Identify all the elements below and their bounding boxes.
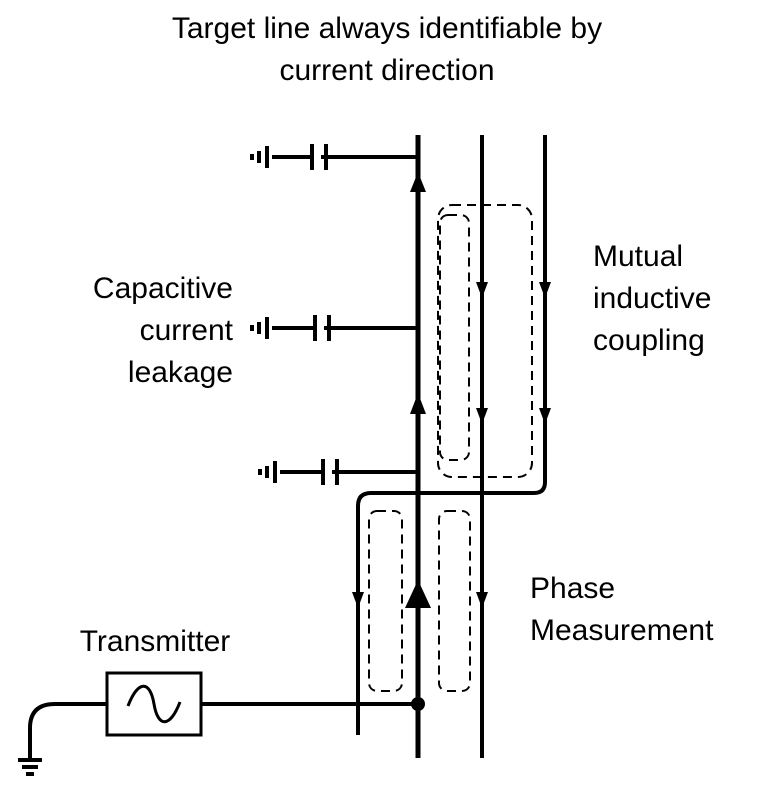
phase-label-2: Measurement <box>530 614 714 647</box>
transmitter-label: Transmitter <box>80 625 231 658</box>
capacitor-icon <box>258 459 418 485</box>
arrow-up-icon <box>410 393 426 414</box>
coupling-loop-outer <box>437 204 533 478</box>
arrow-down-icon <box>352 592 364 608</box>
sine-wave-source-icon <box>126 684 182 724</box>
arrow-down-icon <box>476 282 488 298</box>
mutual-label-2: inductive <box>593 282 711 315</box>
capacitive-label-1: Capacitive <box>93 272 233 305</box>
adjacent-line-2 <box>356 135 547 735</box>
capacitive-label-2: current <box>140 314 234 347</box>
coupling-loop-inner <box>439 214 470 461</box>
arrow-down-icon <box>539 408 551 424</box>
arrow-up-icon <box>405 580 431 608</box>
arrow-up-icon <box>410 172 426 192</box>
capacitor-icon <box>250 315 418 341</box>
capacitive-label-3: leakage <box>128 356 233 389</box>
arrow-down-icon <box>476 592 488 608</box>
title-line-1: Target line always identifiable by <box>172 12 602 45</box>
phase-loop-left <box>368 510 403 692</box>
phase-loop-right <box>438 510 471 692</box>
arrow-down-icon <box>476 408 488 424</box>
ground-wire <box>28 702 107 758</box>
capacitor-icon <box>250 144 418 170</box>
junction-dot <box>411 697 425 711</box>
phase-label-1: Phase <box>530 572 615 605</box>
ground-icon <box>18 758 42 776</box>
mutual-label-3: coupling <box>593 324 705 357</box>
mutual-label-1: Mutual <box>593 240 683 273</box>
arrow-down-icon <box>539 282 551 298</box>
title-line-2: current direction <box>279 54 494 87</box>
